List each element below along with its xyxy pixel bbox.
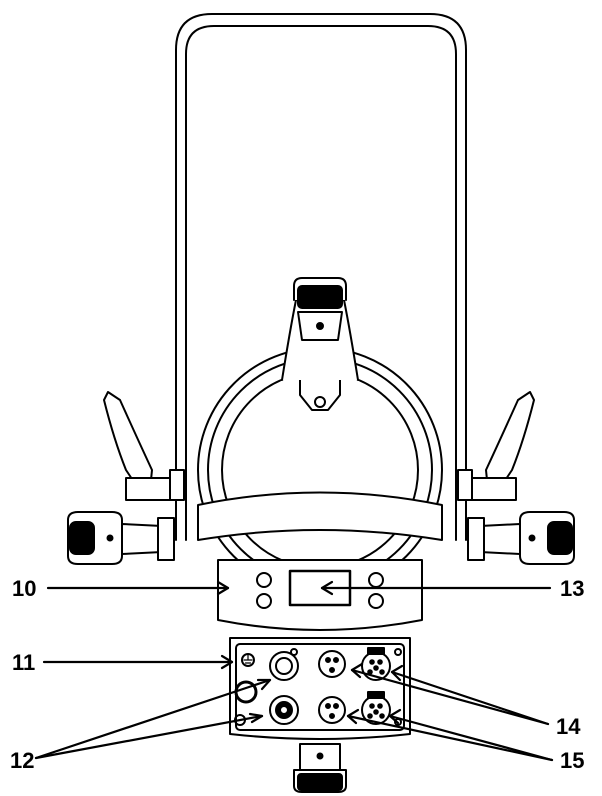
callout-10-label: 10 <box>12 576 37 601</box>
leader-15b <box>388 714 554 762</box>
left-side-knob <box>67 511 175 565</box>
yoke <box>175 13 467 541</box>
leader-15a <box>346 714 554 762</box>
bottom-knob <box>293 743 347 793</box>
leader-14a <box>350 668 550 726</box>
connector-panel <box>229 637 411 740</box>
left-lock-lever <box>103 391 185 501</box>
callout-leaders <box>34 580 554 762</box>
right-lock-lever <box>457 391 535 501</box>
leader-14b <box>390 670 550 726</box>
callout-14-label: 14 <box>556 714 581 739</box>
fixture-body <box>197 299 443 593</box>
callout-11-label: 11 <box>12 650 36 675</box>
top-knob <box>293 277 347 341</box>
control-panel <box>217 559 423 631</box>
leader-12a <box>34 678 272 760</box>
callout-13-label: 13 <box>560 576 585 601</box>
leader-12b <box>34 714 264 760</box>
right-side-knob <box>467 511 575 565</box>
callout-12-label: 12 <box>10 748 35 773</box>
callout-15-label: 15 <box>560 748 585 773</box>
